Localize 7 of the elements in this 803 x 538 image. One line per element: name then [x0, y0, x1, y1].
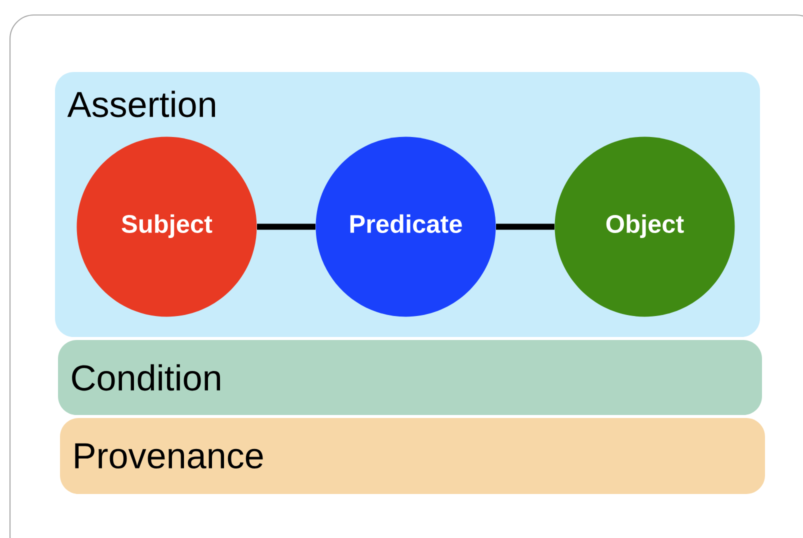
band-box: Provenance: [60, 418, 765, 494]
circle-node: Predicate: [316, 136, 496, 317]
circle-node: Object: [554, 136, 735, 317]
circle-node: Subject: [76, 136, 257, 317]
connector-line: [496, 224, 554, 230]
connector-line: [257, 224, 316, 230]
band-box: Condition: [58, 340, 762, 415]
